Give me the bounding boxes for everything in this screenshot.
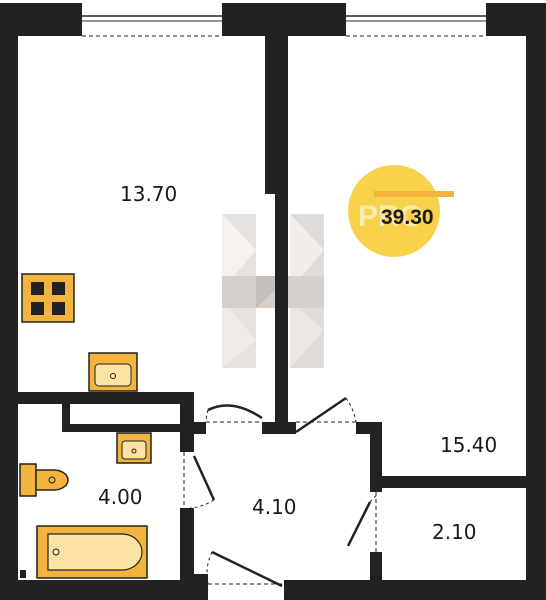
total-area-badge: PRO 39.30 [348,165,454,257]
floor-marker [20,570,26,578]
door-storage [346,492,379,552]
room-area-bathroom: 4.00 [98,485,143,509]
room-area-storage: 2.10 [432,520,477,544]
watermark-logo [222,214,324,368]
toilet-icon [19,463,69,497]
room-area-left: 13.70 [120,182,177,206]
room-area-right: 15.40 [440,433,497,457]
stove-icon [21,273,75,323]
bathroom-sink-icon [116,432,152,464]
bathtub-icon [36,525,148,579]
total-area: 39.30 [381,206,434,229]
kitchen-sink-icon [88,352,138,392]
door-right-room [295,396,357,434]
door-entrance [206,550,284,600]
door-bathroom [183,452,216,509]
window-left [82,3,222,37]
room-area-hallway: 4.10 [252,495,297,519]
window-right [346,3,486,37]
door-left-room [205,404,263,423]
badge-text: PRO [358,200,423,233]
